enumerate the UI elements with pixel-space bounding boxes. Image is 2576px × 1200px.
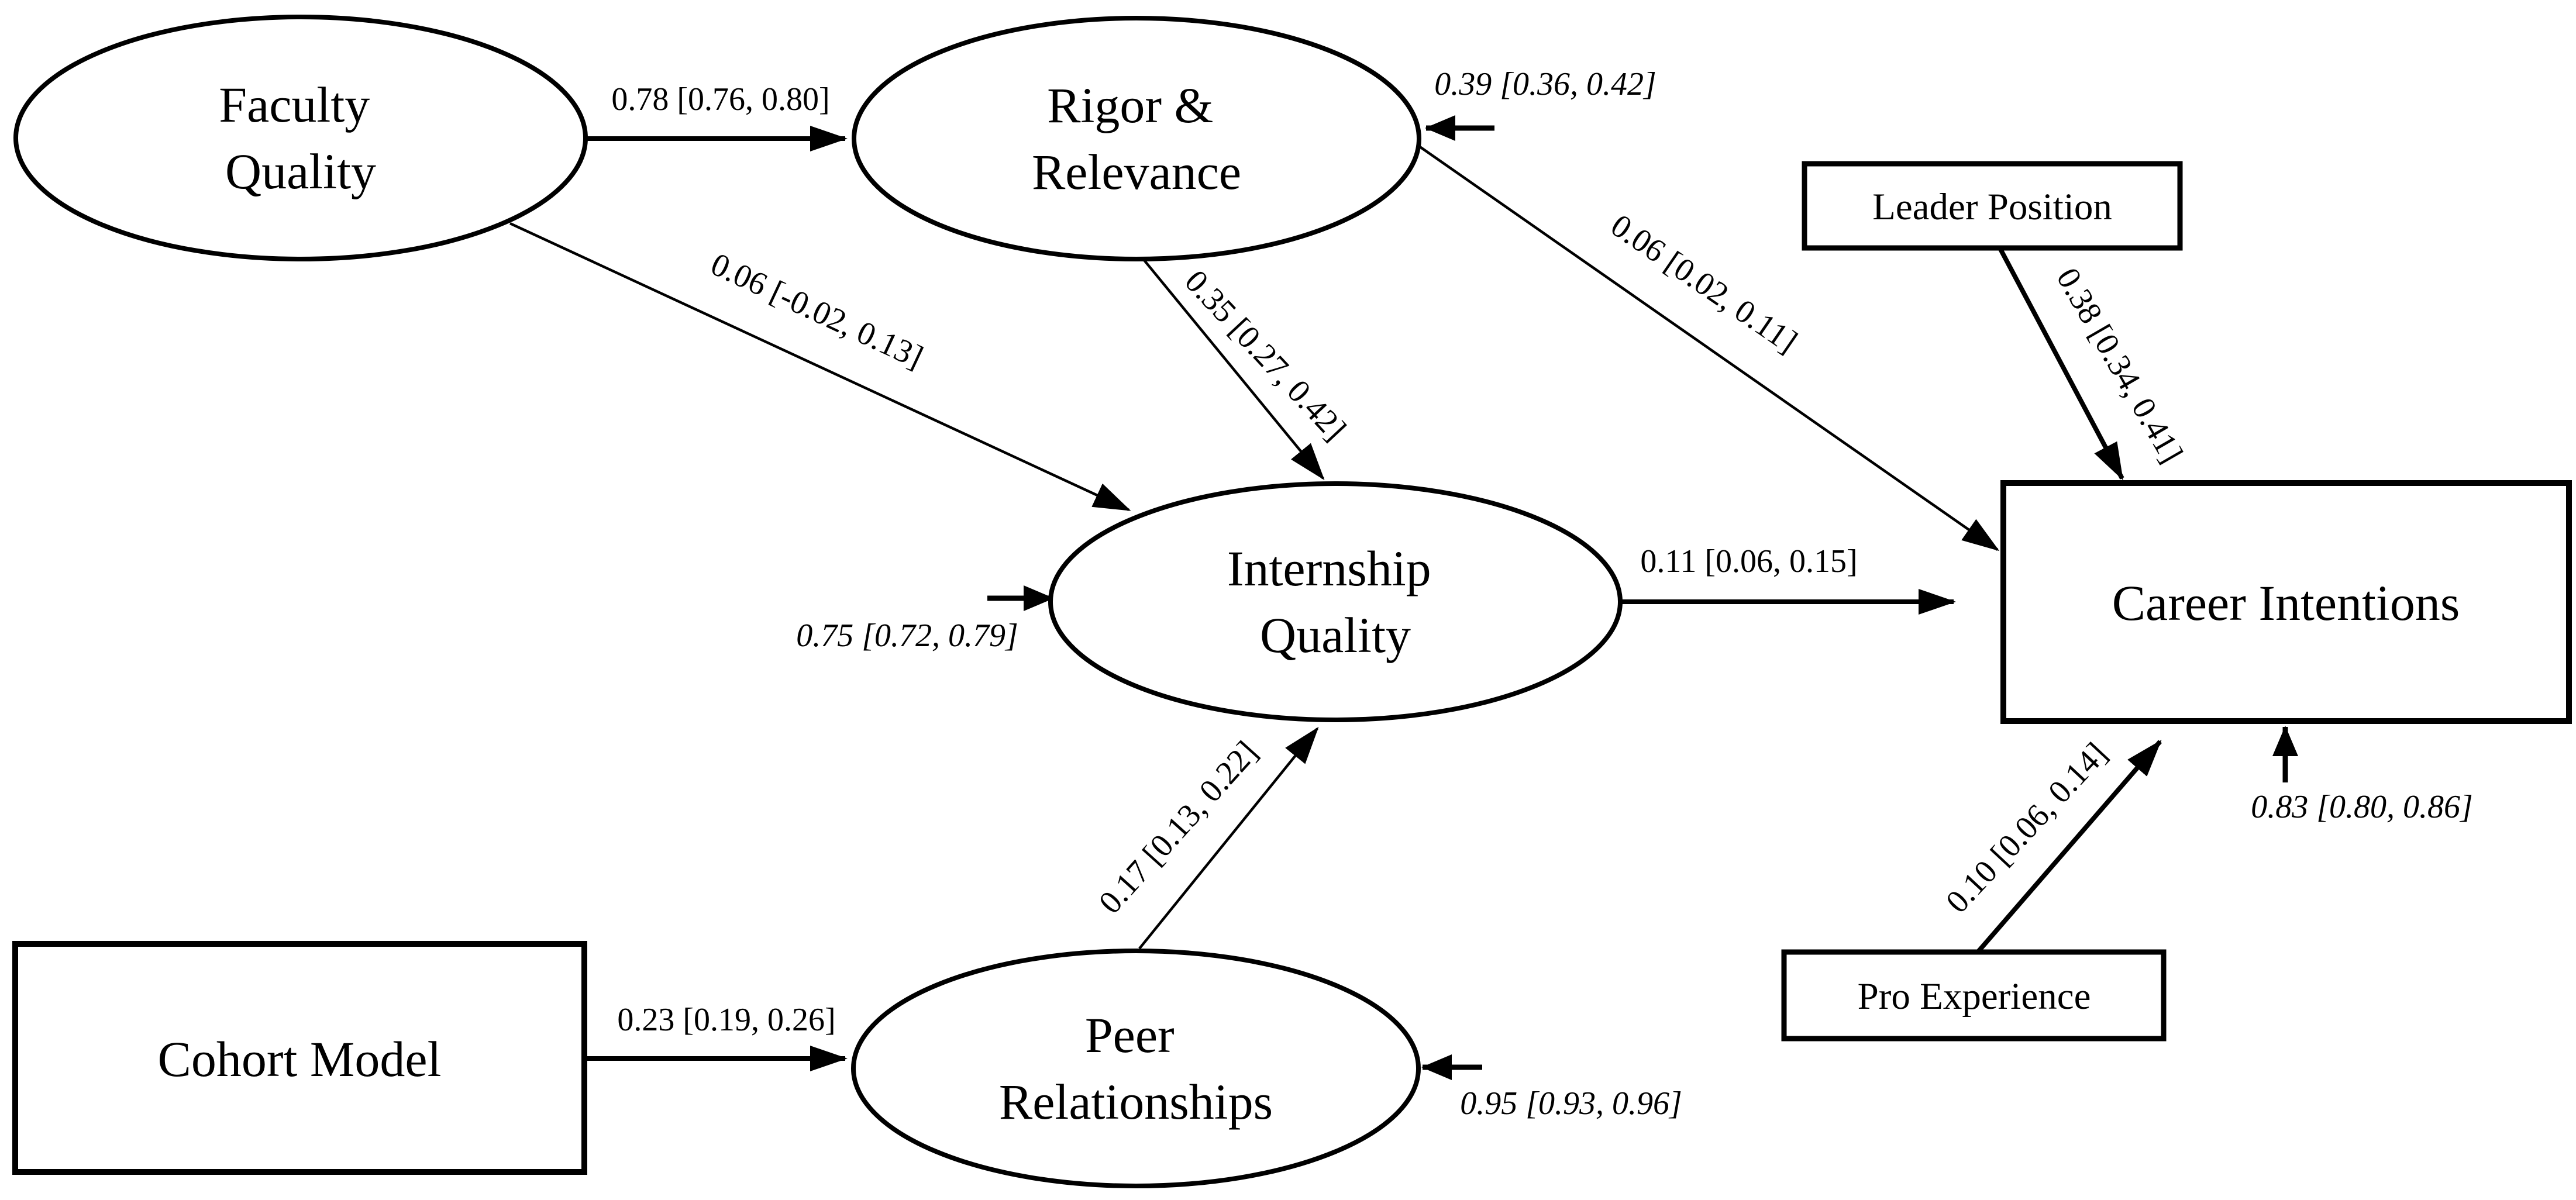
coef-label-internship-to-career: 0.11 [0.06, 0.15] [1640, 543, 1857, 580]
path-arrow-leader-to-career [1998, 248, 2124, 481]
node-label-peer-relationships: Peer Relationships [999, 1007, 1273, 1130]
coef-label-faculty-to-rigor: 0.78 [0.76, 0.80] [611, 81, 829, 118]
node-label-internship-quality: Internship Quality [1227, 540, 1444, 663]
path-arrow-peer-to-internship [1138, 726, 1319, 950]
node-label-cohort-model: Cohort Model [158, 1031, 442, 1087]
node-label-career-intentions: Career Intentions [2112, 575, 2460, 631]
node-leader-position [1802, 161, 2183, 251]
residual-label-rigor: 0.39 [0.36, 0.42] [1434, 66, 1657, 102]
residual-label-internship: 0.75 [0.72, 0.79] [796, 618, 1018, 654]
residual-label-peer: 0.95 [0.93, 0.96] [1460, 1085, 1682, 1122]
coef-label-rigor-to-internship: 0.35 [0.27, 0.42] [1177, 263, 1353, 447]
coef-label-rigor-to-career: 0.06 [0.02, 0.11] [1604, 207, 1804, 360]
coef-label-faculty-to-internship: 0.06 [-0.02, 0.13] [705, 246, 928, 376]
node-label-rigor-relevance: Rigor & Relevance [1032, 77, 1241, 200]
node-cohort-model [12, 941, 587, 1175]
node-label-faculty-quality: Faculty Quality [219, 77, 382, 199]
node-label-leader-position: Leader Position [1872, 186, 2112, 228]
coef-label-leader-to-career: 0.38 [0.34, 0.41] [2049, 262, 2189, 469]
node-label-pro-experience: Pro Experience [1858, 975, 2091, 1018]
node-pro-experience [1781, 949, 2167, 1042]
node-career-intentions [2000, 480, 2572, 724]
coef-label-cohort-to-peer: 0.23 [0.19, 0.26] [617, 1002, 835, 1038]
node-peer-relationships [851, 949, 1421, 1188]
node-rigor-relevance [852, 16, 1421, 261]
path-arrow-faculty-to-internship [509, 222, 1131, 512]
path-arrow-pro-to-career [1976, 739, 2162, 953]
node-internship-quality [1048, 481, 1623, 722]
path-arrow-rigor-to-internship [1141, 256, 1325, 481]
path-arrow-rigor-to-career [1412, 141, 2000, 551]
node-faculty-quality [13, 15, 588, 261]
residual-label-career: 0.83 [0.80, 0.86] [2251, 789, 2473, 825]
